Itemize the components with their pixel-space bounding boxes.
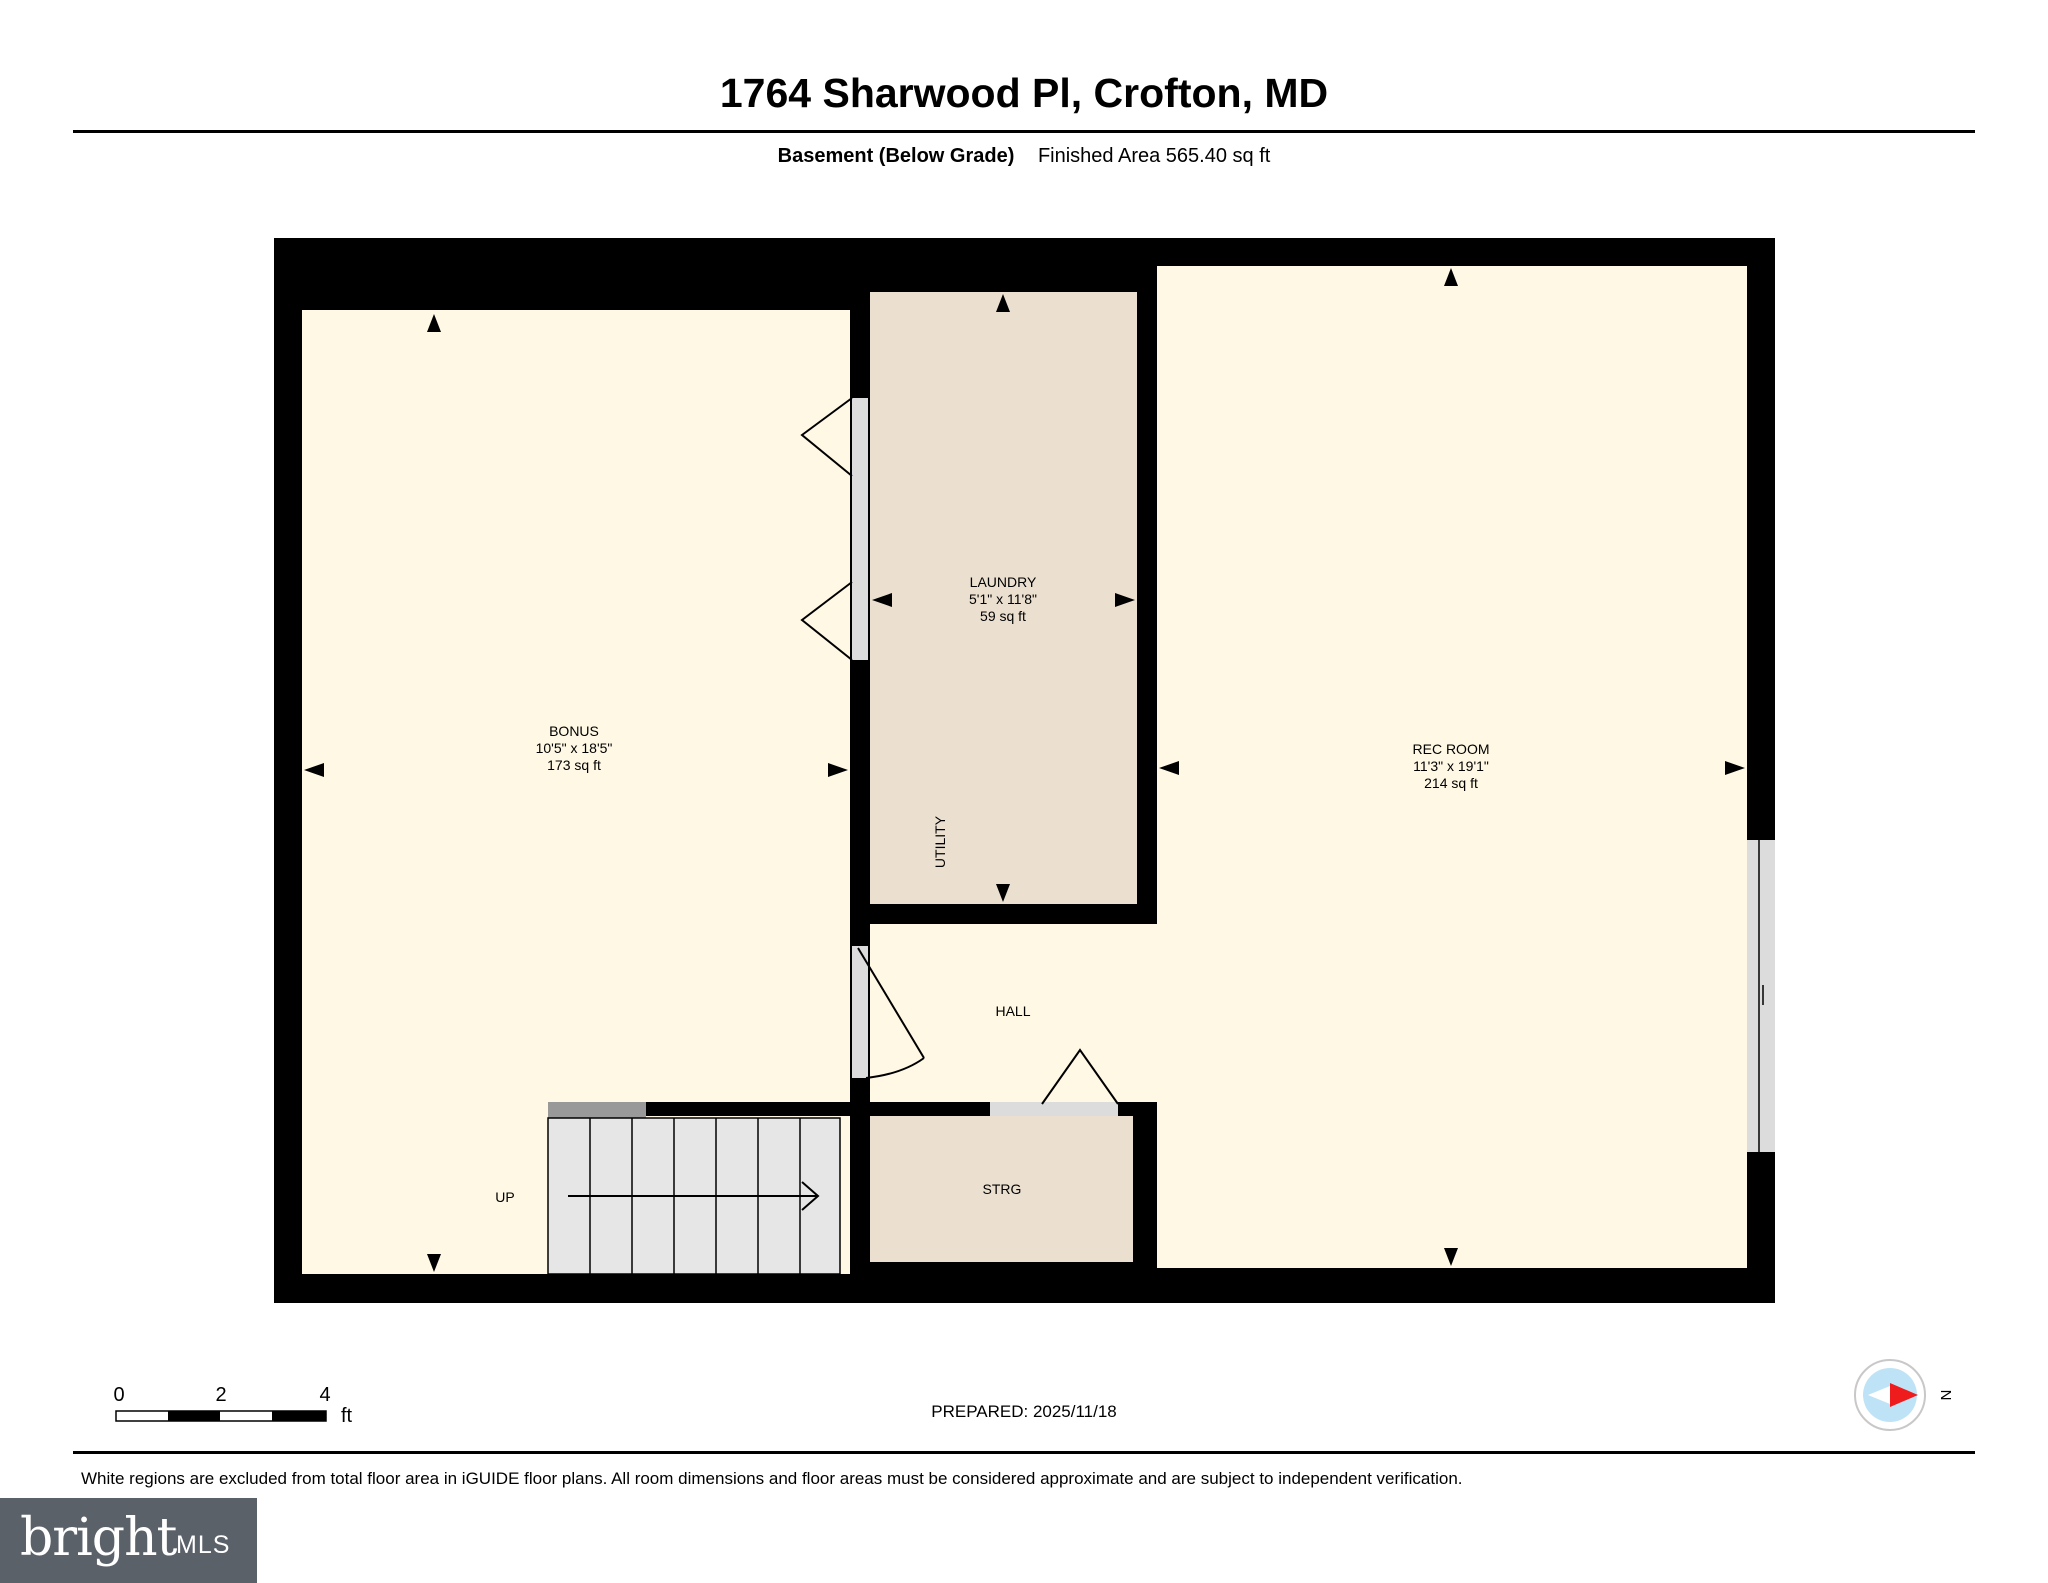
rec-room-area: 214 sq ft — [1424, 775, 1478, 791]
laundry-name: LAUNDRY — [970, 574, 1037, 590]
hall-door-opening — [852, 946, 868, 1078]
finished-area: Finished Area 565.40 sq ft — [1037, 145, 1271, 167]
storage-door-opening — [990, 1102, 1118, 1116]
room-laundry — [870, 292, 1137, 904]
sliding-door-tracks — [1758, 840, 1764, 1152]
stair-direction-arrow — [568, 1181, 820, 1211]
bonus-dims: 10'5" x 18'5" — [536, 740, 613, 756]
label-stairs-up: UP — [495, 1189, 514, 1205]
label-laundry: LAUNDRY 5'1" x 11'8" 59 sq ft — [969, 574, 1037, 624]
label-bonus: BONUS 10'5" x 18'5" 173 sq ft — [536, 723, 613, 773]
rec-room-dims: 11'3" x 19'1" — [1413, 758, 1489, 774]
laundry-area: 59 sq ft — [980, 608, 1026, 624]
room-rec — [1157, 266, 1747, 1268]
logo-suffix: MLS — [176, 1531, 231, 1559]
dimension-arrows — [304, 268, 1745, 1272]
label-storage: STRG — [983, 1181, 1022, 1197]
footer-divider — [73, 1451, 1975, 1454]
scale-unit: ft — [341, 1405, 353, 1427]
page-title: 1764 Sharwood Pl, Crofton, MD — [719, 70, 1329, 116]
bifold-doors — [800, 397, 853, 661]
room-hall — [870, 924, 1157, 1102]
room-storage — [870, 1116, 1133, 1262]
disclaimer-text: White regions are excluded from total fl… — [81, 1469, 1463, 1488]
bifold-door-opening — [852, 398, 868, 660]
scale-tick-0: 0 — [113, 1384, 124, 1406]
stair-landing — [548, 1102, 646, 1118]
header-divider — [73, 130, 1975, 133]
scale-bar: 0 2 4 ft — [113, 1384, 352, 1427]
logo-wordmark: bright — [20, 1508, 177, 1568]
laundry-dims: 5'1" x 11'8" — [969, 591, 1037, 607]
bonus-name: BONUS — [549, 723, 599, 739]
label-rec-room: REC ROOM 11'3" x 19'1" 214 sq ft — [1413, 741, 1490, 791]
scale-tick-4: 4 — [319, 1384, 330, 1406]
storage-door — [1041, 1048, 1119, 1105]
hall-door — [857, 947, 925, 1079]
prepared-date: PREPARED: 2025/11/18 — [931, 1402, 1117, 1421]
rec-sliding-door — [1747, 840, 1775, 1152]
label-hall: HALL — [995, 1003, 1030, 1019]
scale-tick-2: 2 — [215, 1384, 226, 1406]
bright-mls-logo: bright MLS — [0, 1498, 257, 1583]
bonus-area: 173 sq ft — [547, 757, 601, 773]
compass-north-label: N — [1937, 1390, 1954, 1401]
rec-room-name: REC ROOM — [1413, 741, 1490, 757]
level-name: Basement (Below Grade) — [777, 145, 1015, 167]
label-utility: UTILITY — [932, 815, 948, 868]
compass-icon: N — [1854, 1359, 1954, 1431]
level-summary: Basement (Below Grade) Finished Area 565… — [0, 145, 2048, 168]
